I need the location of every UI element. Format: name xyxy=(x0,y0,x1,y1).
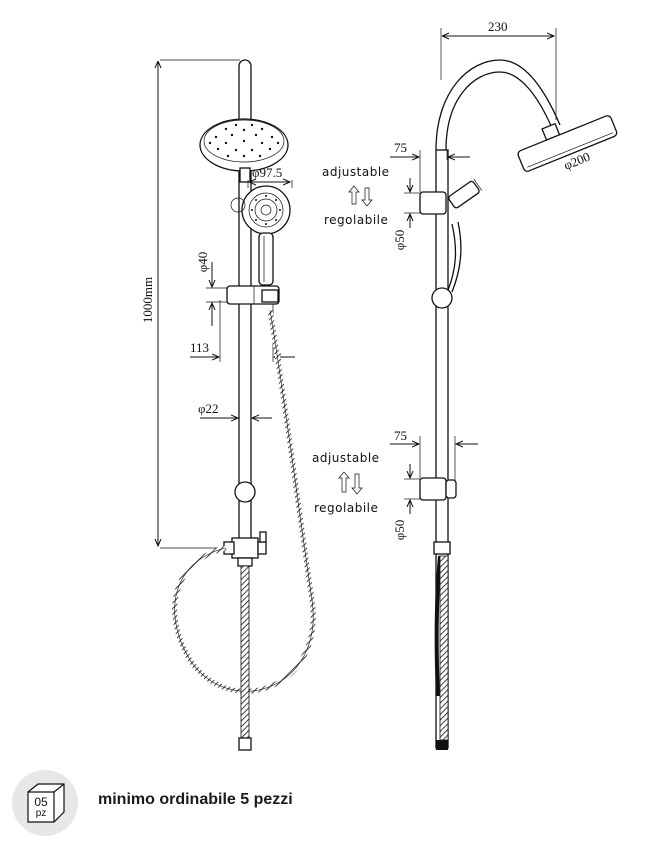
dim-slider-bottom-offset: 75 xyxy=(394,428,407,443)
dim-bar-diameter: φ22 xyxy=(198,401,219,416)
badge-text: minimo ordinabile 5 pezzi xyxy=(98,791,293,808)
dim-arm-reach: 230 xyxy=(488,19,508,34)
inlet-hose-side xyxy=(439,555,449,741)
diverter xyxy=(231,537,259,559)
label-upper-regolabile: regolabile xyxy=(324,213,388,227)
up-down-arrows-icon xyxy=(338,471,363,495)
rain-head-side xyxy=(517,115,618,172)
dim-total-height: 1000mm xyxy=(140,277,155,323)
badge-quantity: 05 xyxy=(34,795,48,809)
up-down-arrows-icon xyxy=(348,185,373,207)
inlet-hose-front xyxy=(240,565,250,739)
technical-drawing: 1000mm φ97.5 xyxy=(140,19,618,751)
hand-shower-handle xyxy=(258,232,274,286)
upper-slider-side xyxy=(419,191,447,215)
label-upper-adjustable: adjustable xyxy=(322,165,390,179)
dim-rain-head-left: φ97.5 xyxy=(252,165,282,180)
side-view: 230 φ200 adjustable regolabile 75 xyxy=(312,19,618,750)
dim-slider-top-diameter: φ50 xyxy=(392,230,407,251)
rain-head-neck xyxy=(239,167,251,183)
label-lower-adjustable: adjustable xyxy=(312,451,380,465)
hand-shower-side xyxy=(448,178,483,209)
dim-holder-diameter: φ40 xyxy=(195,252,210,273)
badge-unit: pz xyxy=(35,808,47,819)
front-view: 1000mm φ97.5 xyxy=(140,59,316,751)
dim-holder-offset: 113 xyxy=(190,340,209,355)
box-icon xyxy=(27,783,65,823)
lower-slider-side xyxy=(419,477,447,501)
dim-slider-bottom-diameter: φ50 xyxy=(392,520,407,541)
label-lower-regolabile: regolabile xyxy=(314,501,378,515)
rain-head-nozzles xyxy=(208,123,280,158)
bar-knob xyxy=(234,481,256,503)
rain-head-front xyxy=(199,118,289,172)
bar-knob-side xyxy=(431,287,453,309)
dim-slider-top-offset: 75 xyxy=(394,140,407,155)
